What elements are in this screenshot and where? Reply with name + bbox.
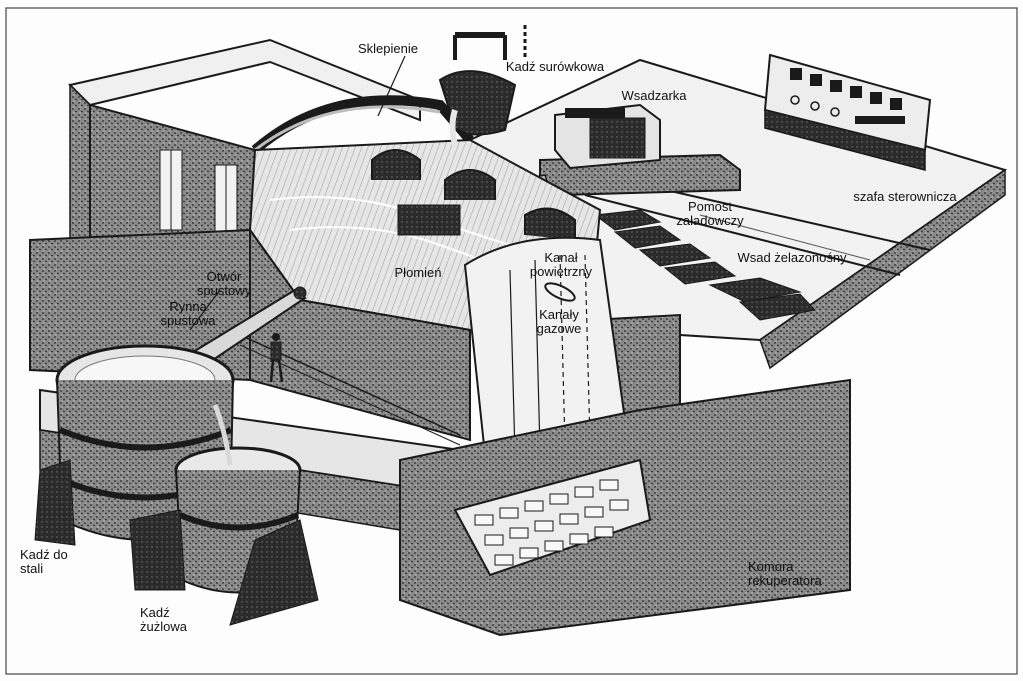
control-cabinet bbox=[763, 53, 932, 171]
label-rynna-spustowa: Rynna spustowa bbox=[160, 299, 216, 328]
label-plomien: Płomień bbox=[394, 265, 442, 280]
label-wsad-zelazonosny: Wsad żelazonośny bbox=[737, 250, 847, 265]
label-kanal-powietrzny: Kanał powietrzny bbox=[529, 250, 593, 279]
charge-boxes bbox=[593, 209, 816, 321]
pig-iron-ladle bbox=[438, 25, 527, 146]
label-kanaly-gazowe: Kanały gazowe bbox=[536, 307, 582, 336]
label-kadz-surowkowa: Kadź surówkowa bbox=[505, 59, 605, 74]
label-wsadzarka: Wsadzarka bbox=[621, 88, 687, 103]
recuperator-chamber bbox=[399, 378, 851, 637]
label-kadz-zuzlowa: Kadź żużlowa bbox=[140, 605, 187, 634]
label-kadz-do-stali: Kadź do stali bbox=[20, 547, 68, 576]
frame-border bbox=[5, 7, 1018, 675]
leader-lines bbox=[189, 55, 406, 331]
worker-figure bbox=[269, 333, 284, 383]
label-otwor-spustowy: Otwór spustowy bbox=[196, 269, 252, 298]
label-komora-rekuperatora: Komora rekuperatora bbox=[748, 559, 822, 588]
label-sklepienie: Sklepienie bbox=[358, 41, 418, 56]
slag-ladle bbox=[129, 404, 319, 626]
label-pomost-zaladowczy: Pomost załadowczy bbox=[676, 199, 744, 228]
air-gas-channels bbox=[463, 236, 627, 457]
charging-doors bbox=[371, 149, 576, 240]
label-szafa-sterownicza: szafa sterownicza bbox=[853, 189, 957, 204]
